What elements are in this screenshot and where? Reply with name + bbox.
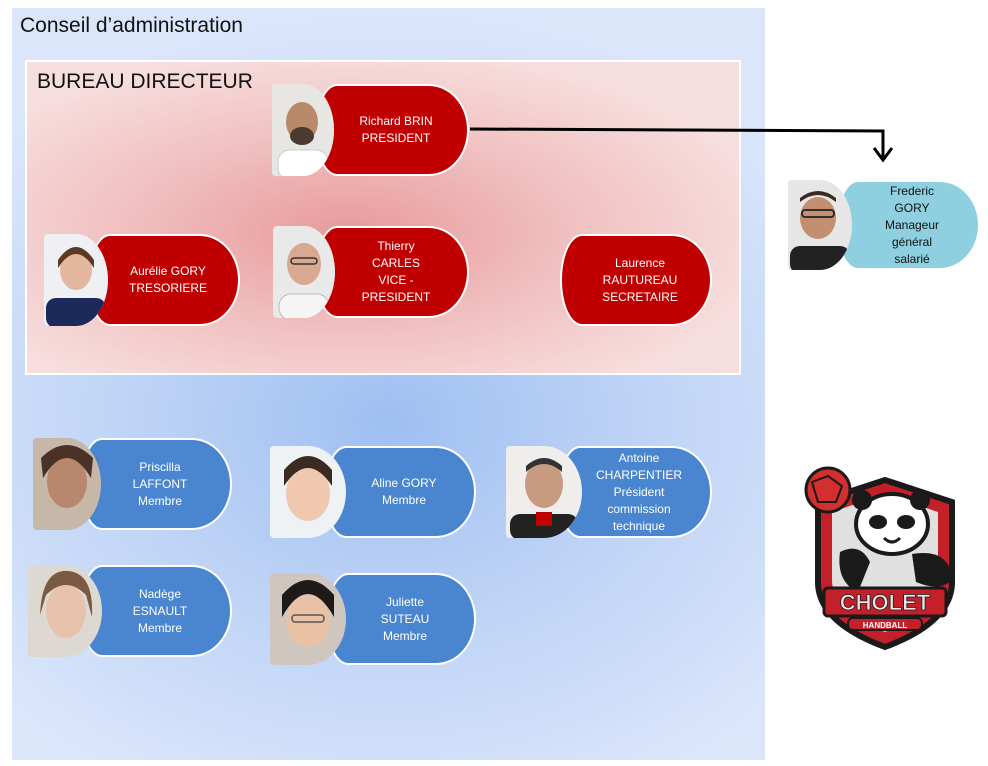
photo-antoine [506, 446, 582, 538]
card-juliette: Juliette SUTEAU Membre [326, 573, 476, 665]
card-aline: Aline GORY Membre [324, 446, 476, 538]
page-title: Conseil d’administration [20, 14, 243, 37]
photo-vice-president [273, 226, 335, 318]
logo-subtext: HANDBALL [863, 621, 908, 630]
photo-tresoriere [44, 234, 108, 326]
card-president: Richard BRIN PRESIDENT [315, 84, 469, 176]
card-priscilla: Priscilla LAFFONT Membre [80, 438, 232, 530]
card-antoine: Antoine CHARPENTIER Président commission… [558, 446, 712, 538]
secretaire-label: Laurence RAUTUREAU SECRETAIRE [602, 255, 678, 304]
card-nadege: Nadège ESNAULT Membre [80, 565, 232, 657]
photo-president [272, 84, 334, 176]
card-vice-president: Thierry CARLES VICE - PRESIDENT [315, 226, 469, 318]
antoine-label: Antoine CHARPENTIER Président commission… [595, 450, 682, 533]
logo-text: CHOLET [840, 590, 931, 615]
cholet-handball-logo: CHOLET HANDBALL [800, 462, 970, 657]
juliette-label: Juliette SUTEAU Membre [380, 594, 430, 643]
aline-label: Aline GORY Membre [371, 476, 437, 507]
card-tresoriere: Aurélie GORY TRESORIERE [88, 234, 240, 326]
photo-manager [788, 180, 852, 270]
priscilla-label: Priscilla LAFFONT Membre [132, 459, 188, 508]
photo-nadege [28, 565, 102, 657]
card-secretaire: Laurence RAUTUREAU SECRETAIRE [560, 234, 712, 326]
photo-aline [270, 446, 346, 538]
tresoriere-label: Aurélie GORY TRESORIERE [128, 264, 207, 295]
photo-juliette [270, 573, 346, 665]
manager-label: Frederic GORY Manageur général salarié [884, 183, 940, 266]
nadege-label: Nadège ESNAULT Membre [132, 586, 188, 635]
photo-priscilla [33, 438, 101, 530]
card-manager: Frederic GORY Manageur général salarié [836, 180, 980, 270]
vice-president-label: Thierry CARLES VICE - PRESIDENT [361, 239, 431, 304]
bureau-title: BUREAU DIRECTEUR [37, 70, 253, 93]
president-label: Richard BRIN PRESIDENT [359, 114, 433, 145]
